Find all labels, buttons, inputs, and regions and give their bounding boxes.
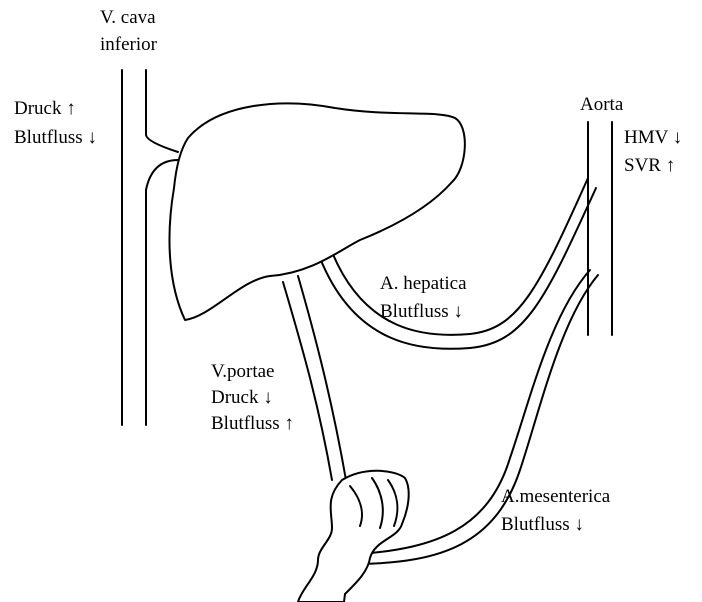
aorta-hmv-label: HMV ↓ — [624, 127, 682, 148]
hepatic-artery-name-label: A. hepatica — [380, 273, 467, 294]
vena-cava-label-line2: inferior — [100, 34, 158, 55]
aorta-label: Aorta — [580, 94, 624, 115]
aorta-vessel — [588, 122, 612, 335]
vena-cava-flow-label: Blutfluss ↓ — [14, 127, 97, 148]
vena-cava-pressure-label: Druck ↑ — [14, 98, 76, 119]
aorta-svr-label: SVR ↑ — [624, 155, 675, 176]
hepatic-artery-flow-label: Blutfluss ↓ — [380, 301, 463, 322]
portal-vein — [283, 276, 346, 480]
mesenteric-artery-name-label: A.mesenterica — [501, 486, 611, 507]
vena-cava-label-line1: V. cava — [100, 7, 156, 28]
portal-vein-name-label: V.portae — [211, 361, 275, 382]
mesenteric-artery-flow-label: Blutfluss ↓ — [501, 514, 584, 535]
portal-vein-pressure-label: Druck ↓ — [211, 387, 273, 408]
portal-vein-flow-label: Blutfluss ↑ — [211, 413, 294, 434]
